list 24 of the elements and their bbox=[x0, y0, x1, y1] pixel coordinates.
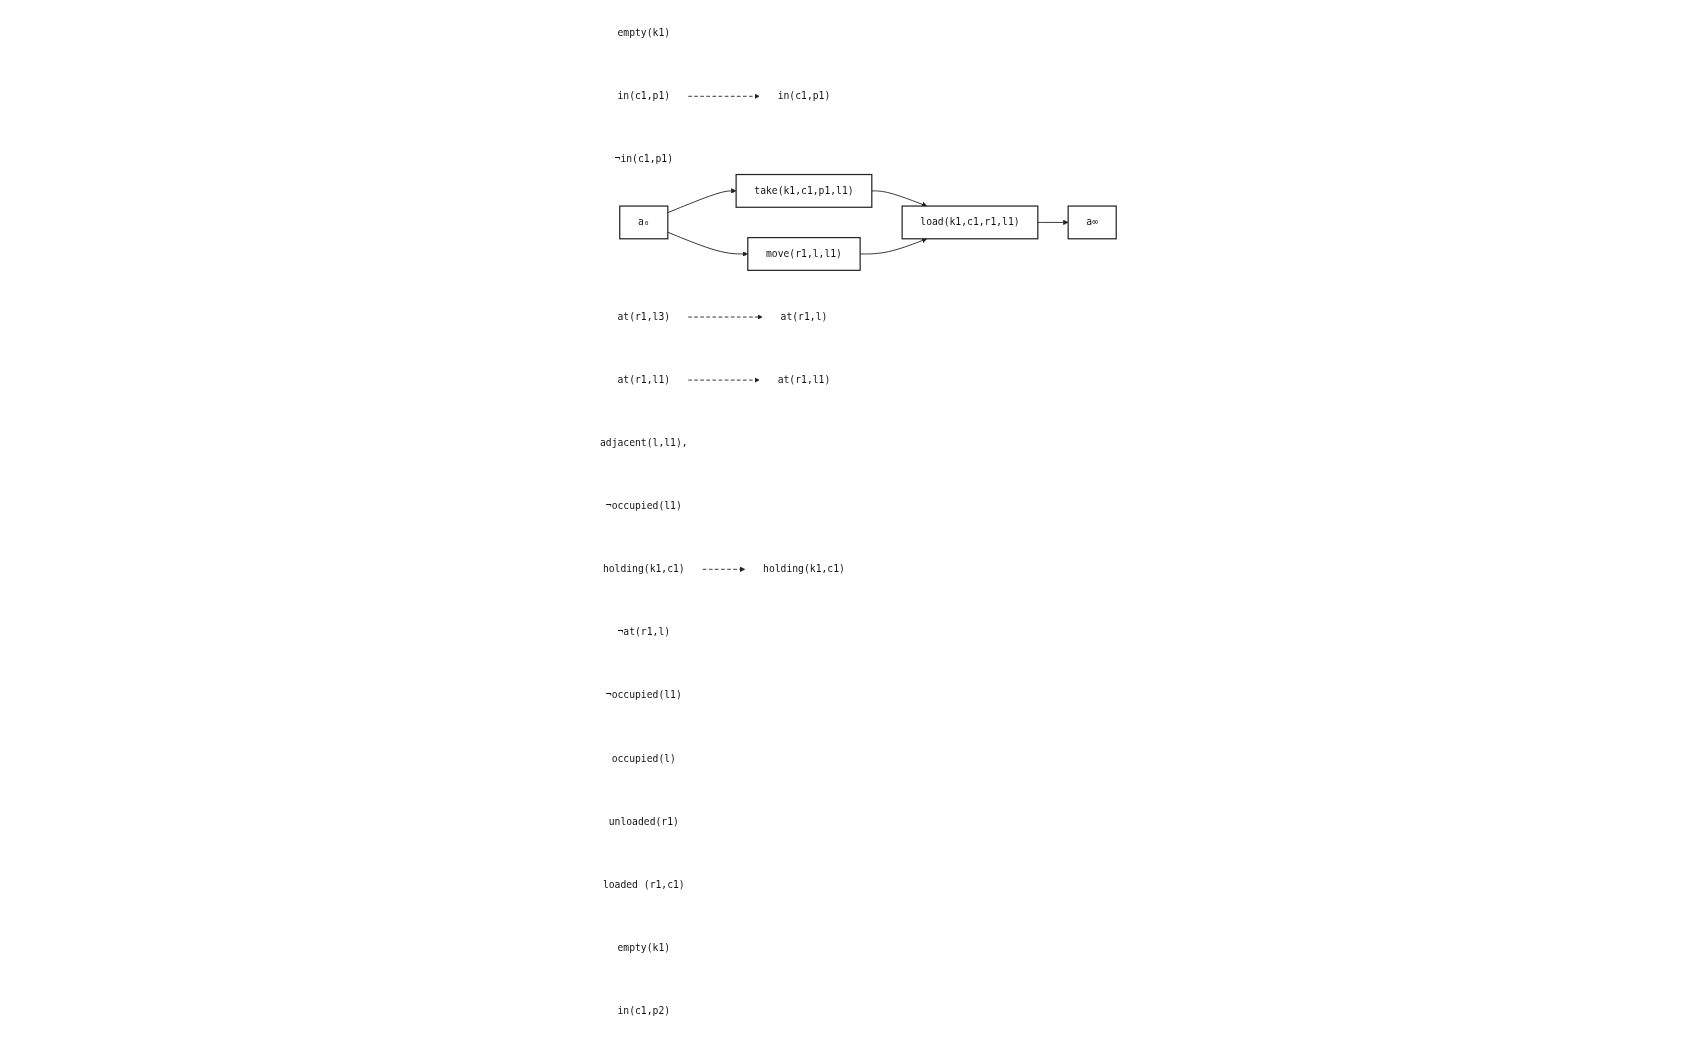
node-text: holding(k1,c1) bbox=[763, 562, 845, 575]
node-text: ¬occupied(l1) bbox=[605, 688, 682, 701]
node-text: ¬occupied(l1) bbox=[605, 499, 682, 512]
node-text: occupied(l) bbox=[611, 751, 676, 764]
node-text: adjacent(l,l1), bbox=[599, 436, 688, 449]
node-box: take(k1,c1,p1,l1) bbox=[735, 173, 873, 208]
node-box: load(k1,c1,r1,l1) bbox=[901, 204, 1039, 239]
node-text: at(r1,l1) bbox=[617, 373, 671, 386]
node-box: a₀ bbox=[619, 204, 669, 239]
node-text: unloaded(r1) bbox=[608, 815, 679, 827]
node-text: in(c1,p2) bbox=[617, 1004, 671, 1016]
node-text: ¬at(r1,l) bbox=[617, 625, 671, 638]
node-text: holding(k1,c1) bbox=[602, 562, 685, 575]
node-text: in(c1,p1) bbox=[617, 89, 671, 102]
node-box: a∞ bbox=[1067, 204, 1117, 239]
node-text: empty(k1) bbox=[617, 941, 671, 953]
node-text: empty(k1) bbox=[617, 26, 671, 39]
node-box: move(r1,l,l1) bbox=[747, 236, 861, 271]
node-text: at(r1,l) bbox=[780, 310, 828, 322]
node-text: loaded (r1,c1) bbox=[602, 878, 685, 890]
node-text: at(r1,l1) bbox=[777, 373, 831, 386]
node-text: at(r1,l3) bbox=[617, 310, 671, 322]
node-text: ¬in(c1,p1) bbox=[614, 152, 673, 165]
node-text: in(c1,p1) bbox=[777, 89, 831, 102]
